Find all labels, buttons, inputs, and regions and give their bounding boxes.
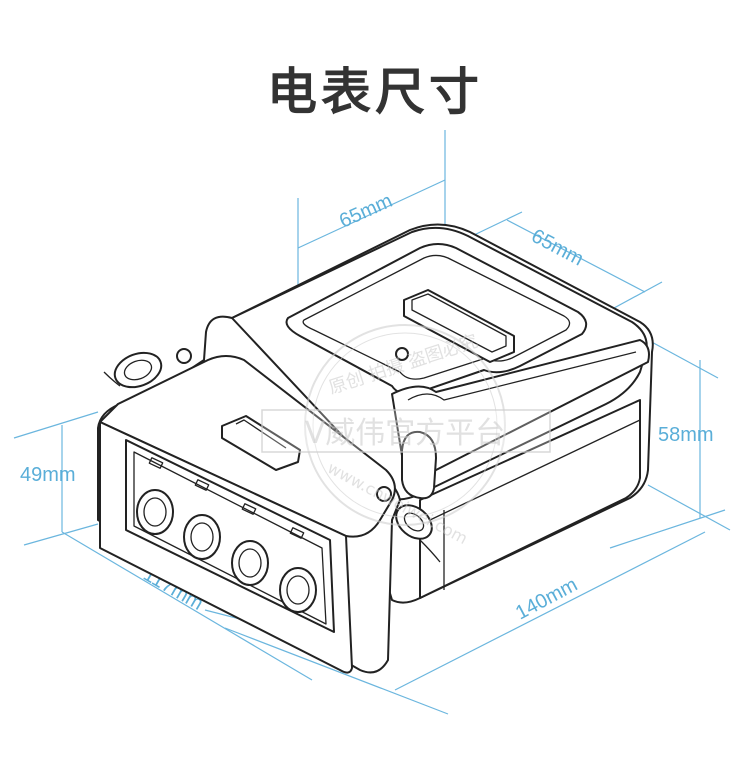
dimension-lines [13, 130, 731, 715]
dim-label-left-height: 49mm [20, 464, 76, 486]
meter-body [97, 223, 654, 674]
page-title: 电表尺寸 [267, 63, 483, 121]
left-seal-screw [103, 348, 192, 389]
terminal-holes [136, 489, 317, 613]
dim-label-right-height: 58mm [658, 424, 714, 446]
watermark-brand: V威伟官方平台 [305, 416, 506, 451]
right-seal-screw [376, 486, 441, 563]
dim-label-top-width: 65mm [336, 190, 396, 233]
dim-label-top-depth: 65mm [528, 225, 587, 271]
dim-label-bottom-depth: 140mm [512, 574, 581, 625]
